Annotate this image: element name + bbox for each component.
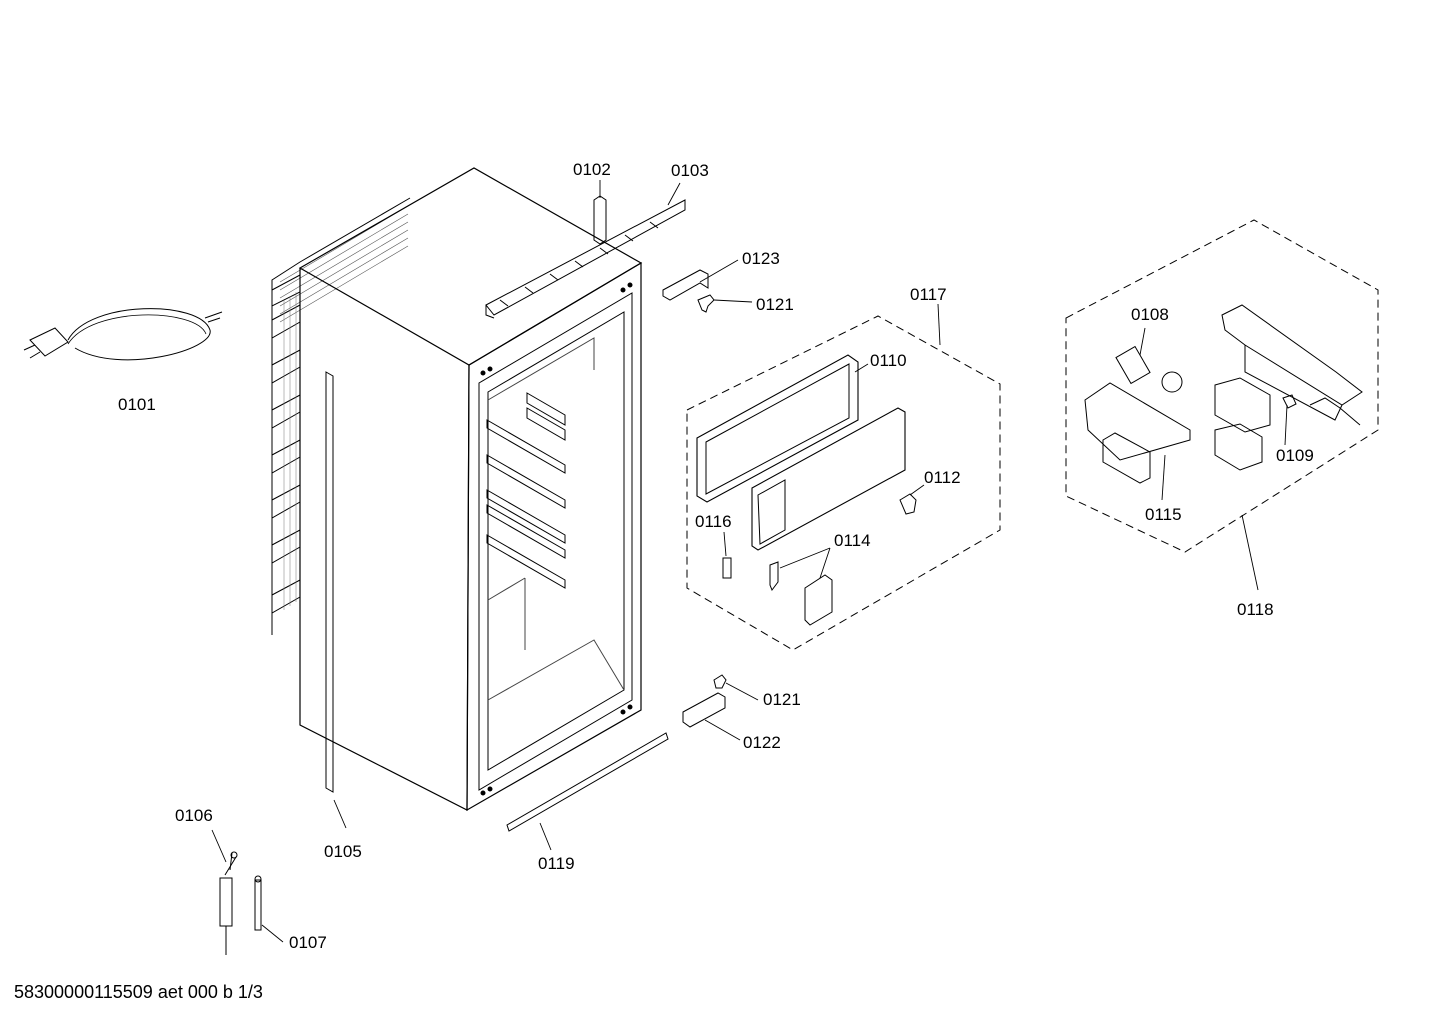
block-cover: [1215, 424, 1262, 470]
label-part-0121-top: 0121: [756, 295, 794, 314]
label-part-0117: 0117: [910, 285, 947, 304]
condenser-coil: [272, 198, 410, 635]
label-part-0106: 0106: [175, 806, 213, 825]
sensor-probe-0107: [255, 876, 261, 930]
hinge-pin-0121-top: [698, 295, 714, 312]
label-part-0122: 0122: [743, 733, 781, 752]
hinge-pin-0121-bottom: [714, 675, 726, 688]
label-part-0118: 0118: [1237, 600, 1274, 619]
leader-lines: [212, 180, 1287, 942]
cover-0114b: [805, 575, 832, 625]
label-part-0116: 0116: [695, 512, 732, 531]
label-part-0108: 0108: [1131, 305, 1169, 324]
control-housing: [1222, 305, 1362, 420]
switch-0109: [1283, 395, 1296, 408]
latch-0112: [900, 494, 916, 514]
label-part-0101: 0101: [118, 395, 156, 414]
label-part-0114: 0114: [834, 531, 871, 550]
lamp-bracket-0115b: [1103, 433, 1150, 483]
door-frame-0110: [697, 355, 858, 502]
temperature-sensor-0106: [220, 852, 237, 955]
pcb-board: [1215, 378, 1270, 432]
hinge-bracket-0122: [683, 693, 725, 727]
clip-0116: [723, 558, 731, 578]
label-part-0123: 0123: [742, 249, 780, 268]
hinge-piece-0114a: [770, 562, 778, 590]
label-part-0109: 0109: [1276, 446, 1314, 465]
label-part-0107: 0107: [289, 933, 327, 952]
label-part-0112: 0112: [924, 468, 961, 487]
label-part-0105: 0105: [324, 842, 362, 861]
lamp-cover-0115: [1085, 383, 1190, 460]
label-part-0102: 0102: [573, 160, 611, 179]
lamp-0108: [1116, 347, 1182, 392]
label-part-0119: 0119: [538, 854, 575, 873]
group-outline-0118: [1066, 220, 1378, 552]
door-panel-0114: [752, 408, 905, 550]
power-cord-0101: [24, 309, 222, 360]
label-part-0121-bottom: 0121: [763, 690, 801, 709]
cabinet-body: [300, 168, 641, 810]
label-part-0103: 0103: [671, 161, 709, 180]
group-outline-0117: [687, 316, 1000, 650]
label-part-0110: 0110: [870, 351, 907, 370]
label-part-0115: 0115: [1145, 505, 1182, 524]
document-id: 58300000115509 aet 000 b 1/3: [14, 982, 263, 1002]
cable-connector: [1310, 398, 1360, 425]
rear-strip-0105: [326, 372, 333, 792]
seal-strip-0119: [507, 733, 668, 831]
top-rail-0103: [486, 200, 685, 318]
hinge-bracket-0123: [663, 270, 708, 300]
